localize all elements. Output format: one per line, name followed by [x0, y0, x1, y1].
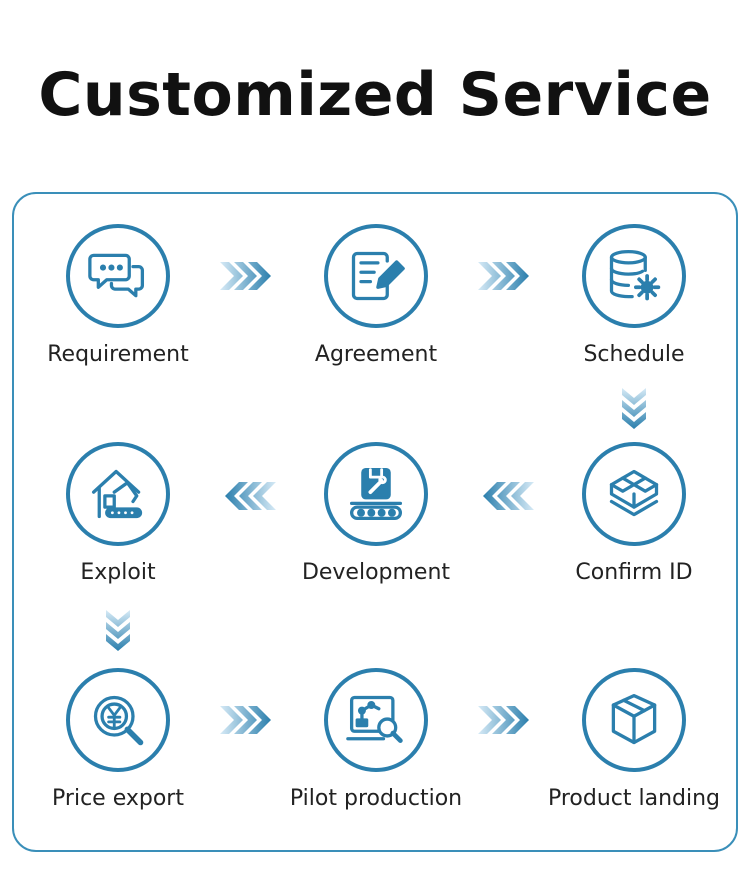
arrow-right-icon — [478, 706, 529, 734]
step-circle — [66, 442, 170, 546]
step-circle — [324, 224, 428, 328]
step-development: Development — [276, 442, 476, 585]
conveyor-wrench-icon — [349, 467, 403, 521]
step-circle — [324, 442, 428, 546]
database-gear-icon — [609, 249, 661, 301]
arrow-left-icon — [483, 482, 534, 510]
step-circle — [582, 668, 686, 772]
step-label: Pilot production — [289, 786, 463, 811]
step-circle — [582, 442, 686, 546]
step-label: Confirm ID — [575, 560, 693, 585]
arrow-left-icon — [225, 482, 276, 510]
step-label: Development — [301, 560, 451, 585]
step-circle — [66, 668, 170, 772]
step-requirement: Requirement — [18, 224, 218, 367]
step-agreement: Agreement — [276, 224, 476, 367]
arrow-right-icon — [220, 262, 271, 290]
step-label: Agreement — [314, 342, 438, 367]
step-label: Requirement — [47, 342, 189, 367]
arrow-right-icon — [478, 262, 529, 290]
step-product-landing: Product landing — [534, 668, 734, 811]
chat-bubbles-icon — [88, 253, 145, 298]
arrow-down-icon — [622, 388, 646, 429]
step-label: Schedule — [583, 342, 685, 367]
house-excavator-icon — [91, 469, 143, 519]
step-confirm-id: Confirm ID — [534, 442, 734, 585]
step-schedule: Schedule — [534, 224, 734, 367]
step-pilot-production: Pilot production — [276, 668, 476, 811]
page-title: Customized Service — [38, 60, 712, 130]
step-circle — [66, 224, 170, 328]
robot-arm-search-icon — [346, 695, 403, 743]
step-circle — [582, 224, 686, 328]
yen-coin-search-icon — [93, 695, 144, 746]
step-label: Exploit — [80, 560, 156, 585]
arrow-right-icon — [220, 706, 271, 734]
step-circle — [324, 668, 428, 772]
step-label: Product landing — [547, 786, 721, 811]
step-exploit: Exploit — [18, 442, 218, 585]
step-label: Price export — [52, 786, 184, 811]
step-price-export: Price export — [18, 668, 218, 811]
document-pen-icon — [351, 251, 405, 301]
arrow-down-icon — [106, 610, 130, 651]
boxes-stack-icon — [609, 469, 659, 517]
cube-box-icon — [611, 693, 657, 745]
process-frame — [12, 192, 738, 852]
